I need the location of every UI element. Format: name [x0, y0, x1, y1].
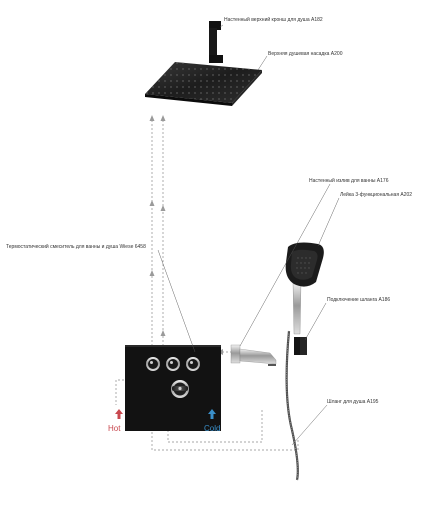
mixer-plate-highlight: [125, 345, 221, 347]
arm-vertical: [209, 28, 217, 62]
hand-shower-handle: [292, 281, 302, 335]
leader-hand-shower: [317, 197, 340, 247]
pipe-outer-loop: [151, 120, 299, 451]
label-wall-arm: Настенный верхний кронш для душа A182: [224, 17, 323, 23]
thermostat-dial: [171, 380, 189, 398]
hand-shower-nozzles: [296, 257, 311, 274]
arrow-up-5: [160, 205, 166, 211]
cold-inlet-arrow: [208, 409, 216, 419]
flow-arrows: [149, 115, 223, 355]
label-hand-shower: Лейка 3-функциональная A202: [340, 192, 413, 198]
shower-holder-side: [300, 337, 307, 355]
leader-spout: [239, 183, 331, 347]
arrow-up-4: [160, 115, 166, 121]
pipe-cold-loop: [167, 410, 263, 443]
arrow-up-2: [149, 200, 155, 206]
mixer-knob-1: [146, 357, 160, 371]
leader-shower-head: [257, 55, 268, 71]
hot-inlet-arrow: [115, 409, 123, 419]
arrow-up-1: [149, 115, 155, 121]
hot-label: Hot: [108, 424, 121, 433]
mixer-knob-3: [186, 357, 200, 371]
cold-label: Cold: [204, 424, 221, 433]
spout-body: [239, 348, 277, 365]
hand-shower-set: [285, 242, 324, 481]
arrow-up-6: [160, 330, 166, 336]
arm-connector: [209, 55, 223, 63]
label-hose: Шланг для душа A195: [327, 399, 379, 405]
pipe-hot-feed: [115, 379, 124, 405]
label-shower-head: Верхняя душевая насадка A200: [268, 51, 343, 57]
leader-mixer: [157, 249, 196, 353]
shower-hose-texture: [286, 330, 299, 481]
leader-hose-connection: [304, 302, 327, 341]
spout-outlet: [268, 364, 276, 366]
label-hose-connection: Подключение шланга A186: [327, 297, 391, 303]
shower-head-edge: [145, 94, 232, 106]
shower-head-side: [232, 70, 262, 106]
leader-lines: [157, 24, 340, 446]
mixer-panel: [125, 345, 221, 431]
bath-spout: [230, 344, 277, 366]
arrow-up-3: [149, 270, 155, 276]
spout-flange: [230, 344, 241, 364]
rain-shower: [145, 21, 262, 106]
leader-arm: [219, 24, 224, 28]
leader-hose: [291, 404, 328, 446]
label-bath-spout: Настенный излив для ванны A176: [309, 178, 389, 184]
label-mixer: Термостатический смеситель для ванны и д…: [6, 244, 146, 250]
arm-wall-flange: [209, 21, 221, 30]
hand-shower-face: [290, 249, 318, 280]
mixer-knob-2: [166, 357, 180, 371]
shower-head-nozzles: [145, 62, 262, 103]
